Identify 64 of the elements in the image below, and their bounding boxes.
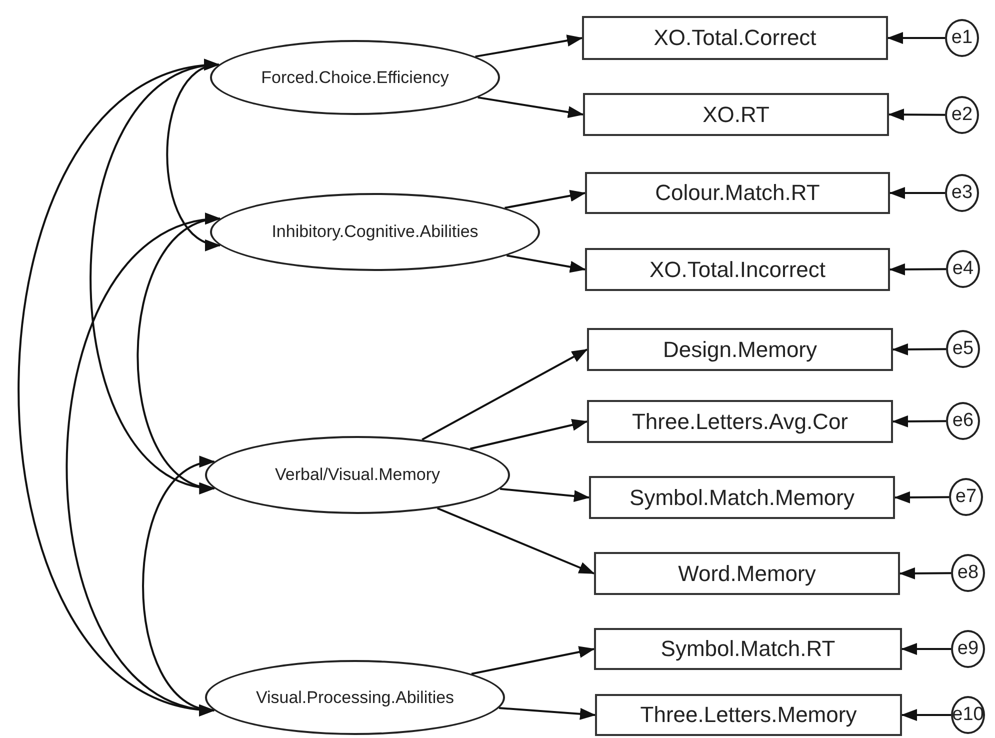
observed-variable-box bbox=[587, 400, 893, 443]
error-term-circle bbox=[946, 330, 980, 368]
error-label: e10 bbox=[952, 704, 984, 726]
error-term-circle bbox=[945, 96, 979, 134]
path-arrow bbox=[470, 419, 588, 450]
path-arrow bbox=[498, 707, 596, 720]
path-arrow bbox=[901, 709, 951, 721]
path-arrow bbox=[899, 567, 951, 580]
observed-variable-box bbox=[582, 16, 888, 60]
variable-label: Visual.Processing.Abilities bbox=[256, 688, 454, 708]
observed-variable-box bbox=[589, 476, 895, 519]
variable-label: Inhibitory.Cognitive.Abilities bbox=[272, 222, 478, 242]
observed-variable-box bbox=[587, 328, 893, 371]
error-term-circle bbox=[949, 478, 983, 516]
error-term-circle bbox=[951, 696, 985, 734]
path-arrow bbox=[504, 190, 586, 209]
observed-variable-box bbox=[594, 552, 900, 595]
error-label: e6 bbox=[952, 410, 974, 432]
variable-label: Three.Letters.Avg.Cor bbox=[632, 408, 848, 434]
path-arrow bbox=[894, 491, 949, 504]
variable-label: Design.Memory bbox=[662, 336, 818, 362]
path-arrow bbox=[892, 343, 946, 356]
error-label: e4 bbox=[952, 258, 974, 280]
error-term-circle bbox=[951, 630, 985, 668]
variable-label: Symbol.Match.Memory bbox=[630, 484, 854, 510]
error-label: e1 bbox=[951, 27, 973, 49]
error-term-circle bbox=[951, 554, 985, 592]
path-arrow bbox=[888, 108, 945, 121]
error-label: e9 bbox=[957, 638, 979, 660]
error-label: e7 bbox=[955, 486, 977, 508]
variable-label: Colour.Match.RT bbox=[655, 180, 820, 206]
error-term-circle bbox=[945, 19, 979, 57]
error-term-circle bbox=[945, 174, 979, 212]
error-label: e8 bbox=[957, 562, 979, 584]
path-arrow bbox=[889, 263, 946, 276]
path-arrow bbox=[436, 507, 595, 574]
variable-label: Verbal/Visual.Memory bbox=[274, 465, 440, 485]
error-label: e3 bbox=[951, 182, 973, 204]
path-arrow bbox=[478, 96, 584, 118]
variable-label: Three.Letters.Memory bbox=[640, 702, 857, 728]
observed-variable-box bbox=[585, 248, 890, 291]
observed-variable-box bbox=[595, 694, 902, 736]
error-term-circle bbox=[946, 250, 980, 288]
variable-label: Forced.Choice.Efficiency bbox=[261, 68, 449, 88]
path-arrow bbox=[887, 32, 945, 44]
path-arrow bbox=[506, 254, 586, 273]
variable-label: XO.Total.Incorrect bbox=[649, 256, 826, 282]
error-label: e2 bbox=[951, 104, 973, 126]
observed-variable-box bbox=[583, 93, 889, 136]
variable-label: Word.Memory bbox=[678, 560, 816, 586]
error-term-circle bbox=[946, 402, 980, 440]
path-arrow bbox=[471, 646, 595, 675]
path-arrow bbox=[892, 415, 946, 428]
variable-label: Symbol.Match.RT bbox=[660, 636, 836, 662]
error-label: e5 bbox=[952, 338, 974, 360]
variable-label: XO.RT bbox=[702, 102, 770, 128]
variable-label: XO.Total.Correct bbox=[654, 25, 816, 51]
path-arrow bbox=[422, 348, 588, 441]
path-arrow bbox=[889, 187, 945, 199]
path-arrow bbox=[475, 34, 583, 58]
path-arrow bbox=[500, 488, 590, 502]
observed-variable-box bbox=[585, 172, 890, 214]
path-arrow bbox=[901, 643, 951, 655]
observed-variable-box bbox=[594, 628, 902, 670]
